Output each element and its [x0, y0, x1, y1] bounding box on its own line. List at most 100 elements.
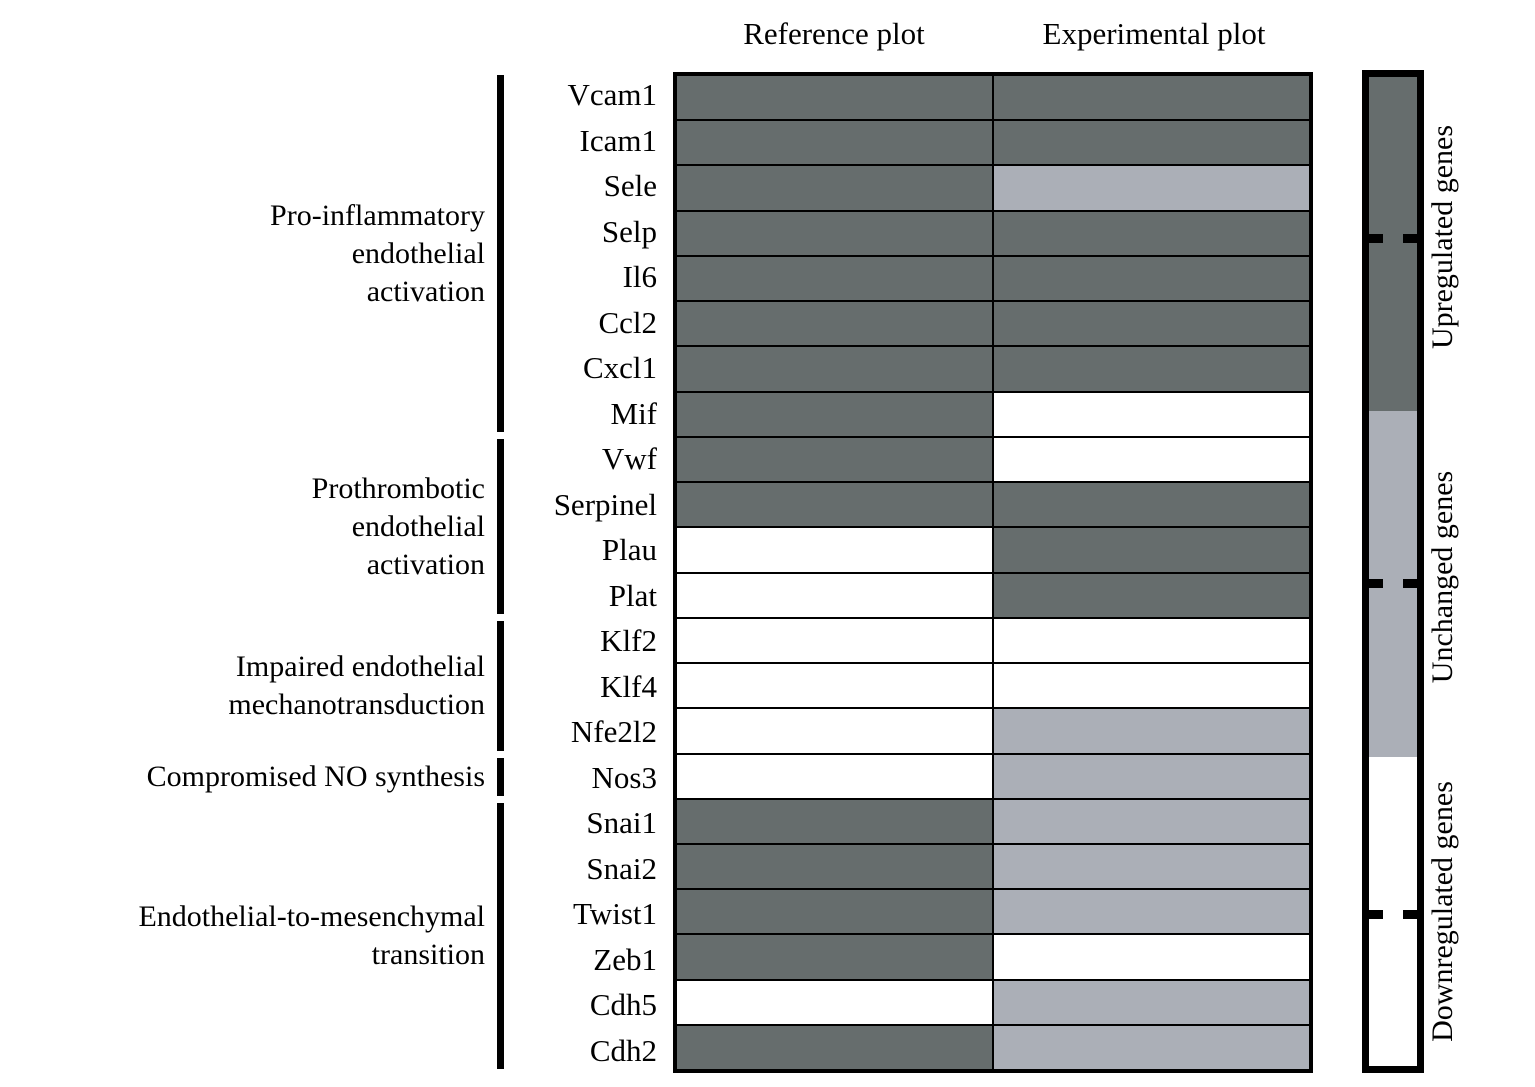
- heatmap-row: [677, 980, 1309, 1026]
- heatmap-cell-reference: [677, 1025, 994, 1070]
- heatmap-cell-experimental: [994, 980, 1309, 1024]
- heatmap-row: [677, 844, 1309, 891]
- heatmap-cell-experimental: [994, 890, 1309, 934]
- category-label: Impaired endothelial mechanotransduction: [228, 649, 485, 721]
- heatmap-cell-experimental: [994, 754, 1309, 798]
- heatmap-row: [677, 256, 1309, 303]
- heatmap-row: [677, 76, 1309, 122]
- heatmap-cell-experimental: [994, 799, 1309, 843]
- gene-label: Ccl2: [598, 304, 657, 340]
- heatmap-row: [677, 347, 1309, 393]
- category-label: Compromised NO synthesis: [146, 759, 485, 793]
- heatmap-cell-experimental: [994, 528, 1309, 572]
- heatmap-cell-reference: [677, 618, 994, 663]
- legend-tick-1-left: [1369, 234, 1383, 243]
- gene-label: Cdh2: [589, 1032, 657, 1068]
- heatmap-cell-experimental: [994, 483, 1309, 527]
- heatmap-cell-reference: [677, 754, 994, 798]
- category-label: Endothelial-to-mesenchymal transition: [138, 900, 485, 971]
- gene-label: Il6: [622, 259, 657, 295]
- gene-label: Cxcl1: [582, 350, 657, 386]
- heatmap-row: [677, 392, 1309, 438]
- legend-label-up: Upregulated genes: [1426, 124, 1459, 350]
- legend-tick-2-right: [1403, 579, 1417, 588]
- gene-label: Zeb1: [593, 941, 657, 977]
- category-bracket: [497, 439, 504, 614]
- gene-label: Snai2: [586, 850, 657, 886]
- heatmap-cell-reference: [677, 935, 994, 979]
- heatmap-row: [677, 754, 1309, 800]
- gene-label: Plau: [601, 532, 657, 568]
- heatmap-cell-reference: [677, 347, 994, 391]
- heatmap-row: [677, 618, 1309, 665]
- heatmap-cell-experimental: [994, 121, 1309, 165]
- legend-label-down: Downregulated genes: [1426, 781, 1459, 1042]
- heatmap-row: [677, 166, 1309, 212]
- heatmap-cell-reference: [677, 211, 994, 255]
- heatmap-cell-reference: [677, 844, 994, 889]
- heatmap-row: [677, 121, 1309, 167]
- heatmap-row: [677, 483, 1309, 529]
- heatmap-cell-experimental: [994, 844, 1309, 889]
- legend-tick-1-right: [1403, 234, 1417, 243]
- heatmap-grid: [673, 72, 1313, 1073]
- heatmap-cell-experimental: [994, 935, 1309, 979]
- heatmap-cell-reference: [677, 799, 994, 843]
- heatmap-row: [677, 935, 1309, 981]
- legend-band-upregulated: [1369, 77, 1417, 411]
- heatmap-cell-experimental: [994, 573, 1309, 617]
- heatmap-cell-experimental: [994, 347, 1309, 391]
- gene-label: Klf4: [600, 668, 657, 704]
- heatmap-row: [677, 573, 1309, 619]
- heatmap-row: [677, 302, 1309, 348]
- legend-tick-3-right: [1403, 910, 1417, 919]
- heatmap-cell-reference: [677, 437, 994, 482]
- color-legend-bar: [1362, 70, 1424, 1073]
- column-header-experimental-plot: Experimental plot: [1042, 16, 1266, 51]
- gene-label: Twist1: [573, 896, 657, 932]
- heatmap-cell-experimental: [994, 392, 1309, 436]
- heatmap-row: [677, 437, 1309, 484]
- heatmap-row: [677, 890, 1309, 936]
- gene-label: Serpinel: [553, 486, 657, 522]
- heatmap-row: [677, 709, 1309, 755]
- gene-label: Plat: [608, 577, 657, 613]
- heatmap-row: [677, 528, 1309, 574]
- heatmap-cell-reference: [677, 76, 994, 120]
- gene-label: Mif: [610, 395, 658, 431]
- heatmap-cell-experimental: [994, 302, 1309, 346]
- category-bracket: [497, 621, 504, 751]
- heatmap-cell-experimental: [994, 256, 1309, 301]
- heatmap-row: [677, 211, 1309, 257]
- gene-label: Cdh5: [589, 987, 657, 1023]
- heatmap-cell-experimental: [994, 211, 1309, 255]
- gene-label: Vwf: [601, 441, 657, 477]
- heatmap-cell-experimental: [994, 618, 1309, 663]
- heatmap-cell-reference: [677, 302, 994, 346]
- gene-label: Snai1: [586, 805, 657, 841]
- category-bracket: [497, 757, 504, 796]
- heatmap-cell-reference: [677, 166, 994, 210]
- heatmap-cell-reference: [677, 483, 994, 527]
- category-label: Pro-inflammatory endothelial activation: [270, 198, 485, 308]
- gene-label: Selp: [601, 213, 657, 249]
- heatmap-cell-experimental: [994, 1025, 1309, 1070]
- legend-tick-2-left: [1369, 579, 1383, 588]
- heatmap-cell-reference: [677, 709, 994, 753]
- gene-label: Sele: [603, 168, 657, 204]
- heatmap-cell-reference: [677, 121, 994, 165]
- legend-label-unchanged: Unchanged genes: [1426, 470, 1459, 684]
- heatmap-cell-reference: [677, 664, 994, 708]
- heatmap-cell-experimental: [994, 166, 1309, 210]
- gene-label: Nos3: [591, 759, 657, 795]
- gene-label: Nfe2l2: [570, 714, 657, 750]
- category-label: Prothrombotic endothelial activation: [311, 471, 485, 581]
- heatmap-row: [677, 664, 1309, 710]
- column-header-reference-plot: Reference plot: [743, 16, 925, 51]
- heatmap-cell-experimental: [994, 437, 1309, 482]
- heatmap-cell-reference: [677, 573, 994, 617]
- heatmap-cell-reference: [677, 890, 994, 934]
- category-bracket: [497, 803, 504, 1069]
